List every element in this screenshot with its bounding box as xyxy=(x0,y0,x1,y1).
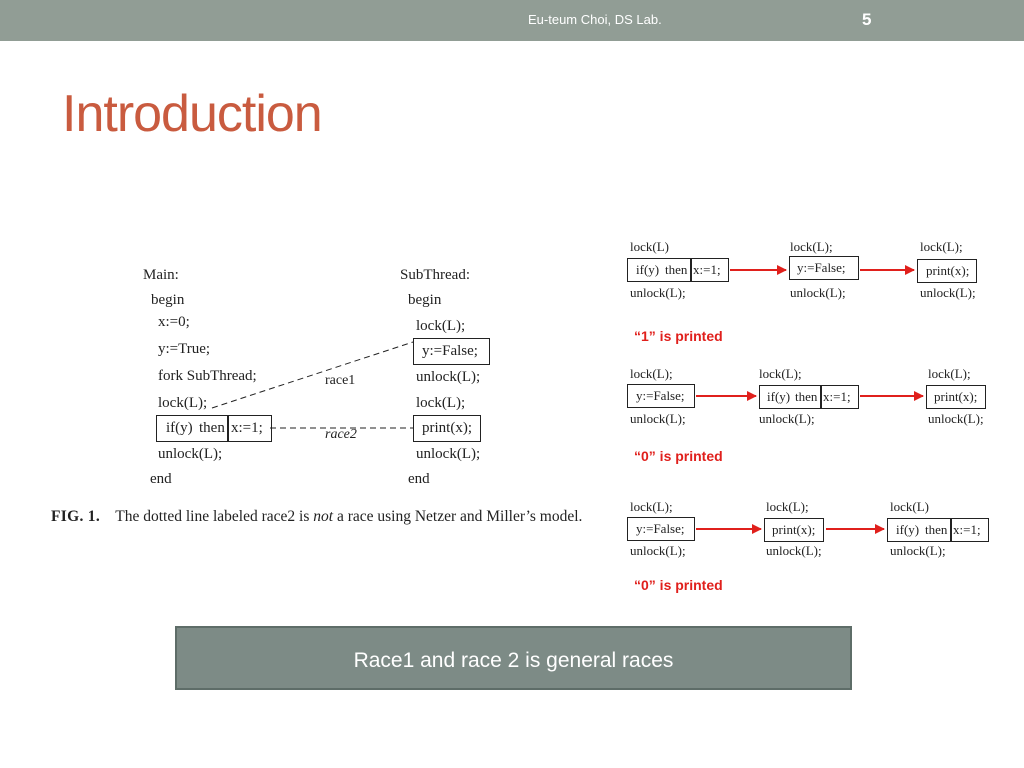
sub-line-lock1: lock(L); xyxy=(416,318,466,334)
s1-b1-lock: lock(L) xyxy=(630,239,669,254)
s3-b2-box xyxy=(764,518,824,542)
s3-b3-x1: x:=1; xyxy=(953,522,981,537)
s2-b2-lock: lock(L); xyxy=(759,366,802,381)
caption-label: FIG. 1. xyxy=(51,508,101,525)
main-line-x1: x:=1; xyxy=(231,420,263,436)
sub-line-end: end xyxy=(408,471,430,487)
s1-b1-then: then xyxy=(665,262,688,277)
sub-line-begin: begin xyxy=(408,292,442,308)
s2-b2-if-box xyxy=(759,385,821,409)
caption-part1: The dotted line labeled race2 is xyxy=(115,508,314,525)
s1-b1-unlock: unlock(L); xyxy=(630,285,686,300)
main-x1-box xyxy=(228,415,272,442)
s1-b1-if-box xyxy=(627,258,691,282)
conclusion-text: Race1 and race 2 is general races xyxy=(353,649,674,672)
s3-result: “0” is printed xyxy=(634,577,723,593)
s2-b2-x1-box xyxy=(821,385,859,409)
slide-title: Introduction xyxy=(62,85,323,143)
s3-b3-if: if(y) xyxy=(896,522,920,537)
main-line-end: end xyxy=(150,471,172,487)
main-line-lock: lock(L); xyxy=(158,395,208,411)
s1-b3-lock: lock(L); xyxy=(920,239,963,254)
s1-b2-unlock: unlock(L); xyxy=(790,285,846,300)
race1-label: race1 xyxy=(325,373,356,388)
main-line-fork: fork SubThread; xyxy=(158,368,257,384)
s3-b3-unlock: unlock(L); xyxy=(890,543,946,558)
sub-line-unlock1: unlock(L); xyxy=(416,369,481,385)
s2-b2-if: if(y) xyxy=(767,389,791,404)
main-line-ytrue: y:=True; xyxy=(158,341,211,357)
sub-print-box xyxy=(413,415,481,442)
s3-b3-x1-box xyxy=(951,518,989,542)
s3-b3-lock: lock(L) xyxy=(890,499,929,514)
s3-b1-lock: lock(L); xyxy=(630,499,673,514)
s2-b3-lock: lock(L); xyxy=(928,366,971,381)
sub-line-unlock2: unlock(L); xyxy=(416,446,481,462)
s2-b1-lock: lock(L); xyxy=(630,366,673,381)
s2-b3-box xyxy=(926,385,986,409)
s3-b2-print: print(x); xyxy=(772,522,816,537)
s2-b3-unlock: unlock(L); xyxy=(928,411,984,426)
s1-b3-box xyxy=(917,259,977,283)
s2-result: “0” is printed xyxy=(634,448,723,464)
s3-b1-unlock: unlock(L); xyxy=(630,543,686,558)
s3-b1-yfalse: y:=False; xyxy=(636,521,685,536)
caption-part2: a race using Netzer and Miller’s model. xyxy=(333,508,583,525)
race2-label: race2 xyxy=(325,427,357,442)
main-line-unlock: unlock(L); xyxy=(158,446,223,462)
main-line-if: if(y) xyxy=(166,420,193,436)
s3-b3-if-box xyxy=(887,518,951,542)
s3-b1-box xyxy=(627,517,695,541)
caption-italic: not xyxy=(313,508,334,525)
s1-b2-lock: lock(L); xyxy=(790,239,833,254)
s1-b1-if: if(y) xyxy=(636,262,660,277)
sub-heading: SubThread: xyxy=(400,267,470,283)
main-line-x0: x:=0; xyxy=(158,314,190,330)
s1-b1-x1: x:=1; xyxy=(693,262,721,277)
main-line-then: then xyxy=(199,420,225,436)
sub-line-print: print(x); xyxy=(422,420,472,436)
s3-b2-lock: lock(L); xyxy=(766,499,809,514)
sub-line-yfalse: y:=False; xyxy=(422,343,478,359)
s3-b3-then: then xyxy=(925,522,948,537)
s1-b3-print: print(x); xyxy=(926,263,970,278)
s2-b2-then: then xyxy=(795,389,818,404)
s2-b2-unlock: unlock(L); xyxy=(759,411,815,426)
s2-b3-print: print(x); xyxy=(934,389,978,404)
main-if-box xyxy=(156,415,228,442)
main-line-begin: begin xyxy=(151,292,185,308)
main-heading: Main: xyxy=(143,267,179,283)
header-bar: Eu-teum Choi, DS Lab. 5 xyxy=(0,0,1024,41)
sub-yfalse-box xyxy=(413,338,490,365)
s3-b2-unlock: unlock(L); xyxy=(766,543,822,558)
s1-b2-yfalse: y:=False; xyxy=(797,260,846,275)
sub-line-lock2: lock(L); xyxy=(416,395,466,411)
page-number: 5 xyxy=(862,10,872,29)
s1-result: “1” is printed xyxy=(634,328,723,344)
s1-b1-x1-box xyxy=(691,258,729,282)
s2-b1-box xyxy=(627,384,695,408)
s1-b3-unlock: unlock(L); xyxy=(920,285,976,300)
figure-caption: FIG. 1. The dotted line labeled race2 is… xyxy=(51,507,591,527)
author-text: Eu-teum Choi, DS Lab. xyxy=(528,12,662,27)
s2-b2-x1: x:=1; xyxy=(823,389,851,404)
s1-b2-box xyxy=(789,256,859,280)
s2-b1-unlock: unlock(L); xyxy=(630,411,686,426)
s2-b1-yfalse: y:=False; xyxy=(636,388,685,403)
conclusion-box: Race1 and race 2 is general races xyxy=(175,626,852,690)
